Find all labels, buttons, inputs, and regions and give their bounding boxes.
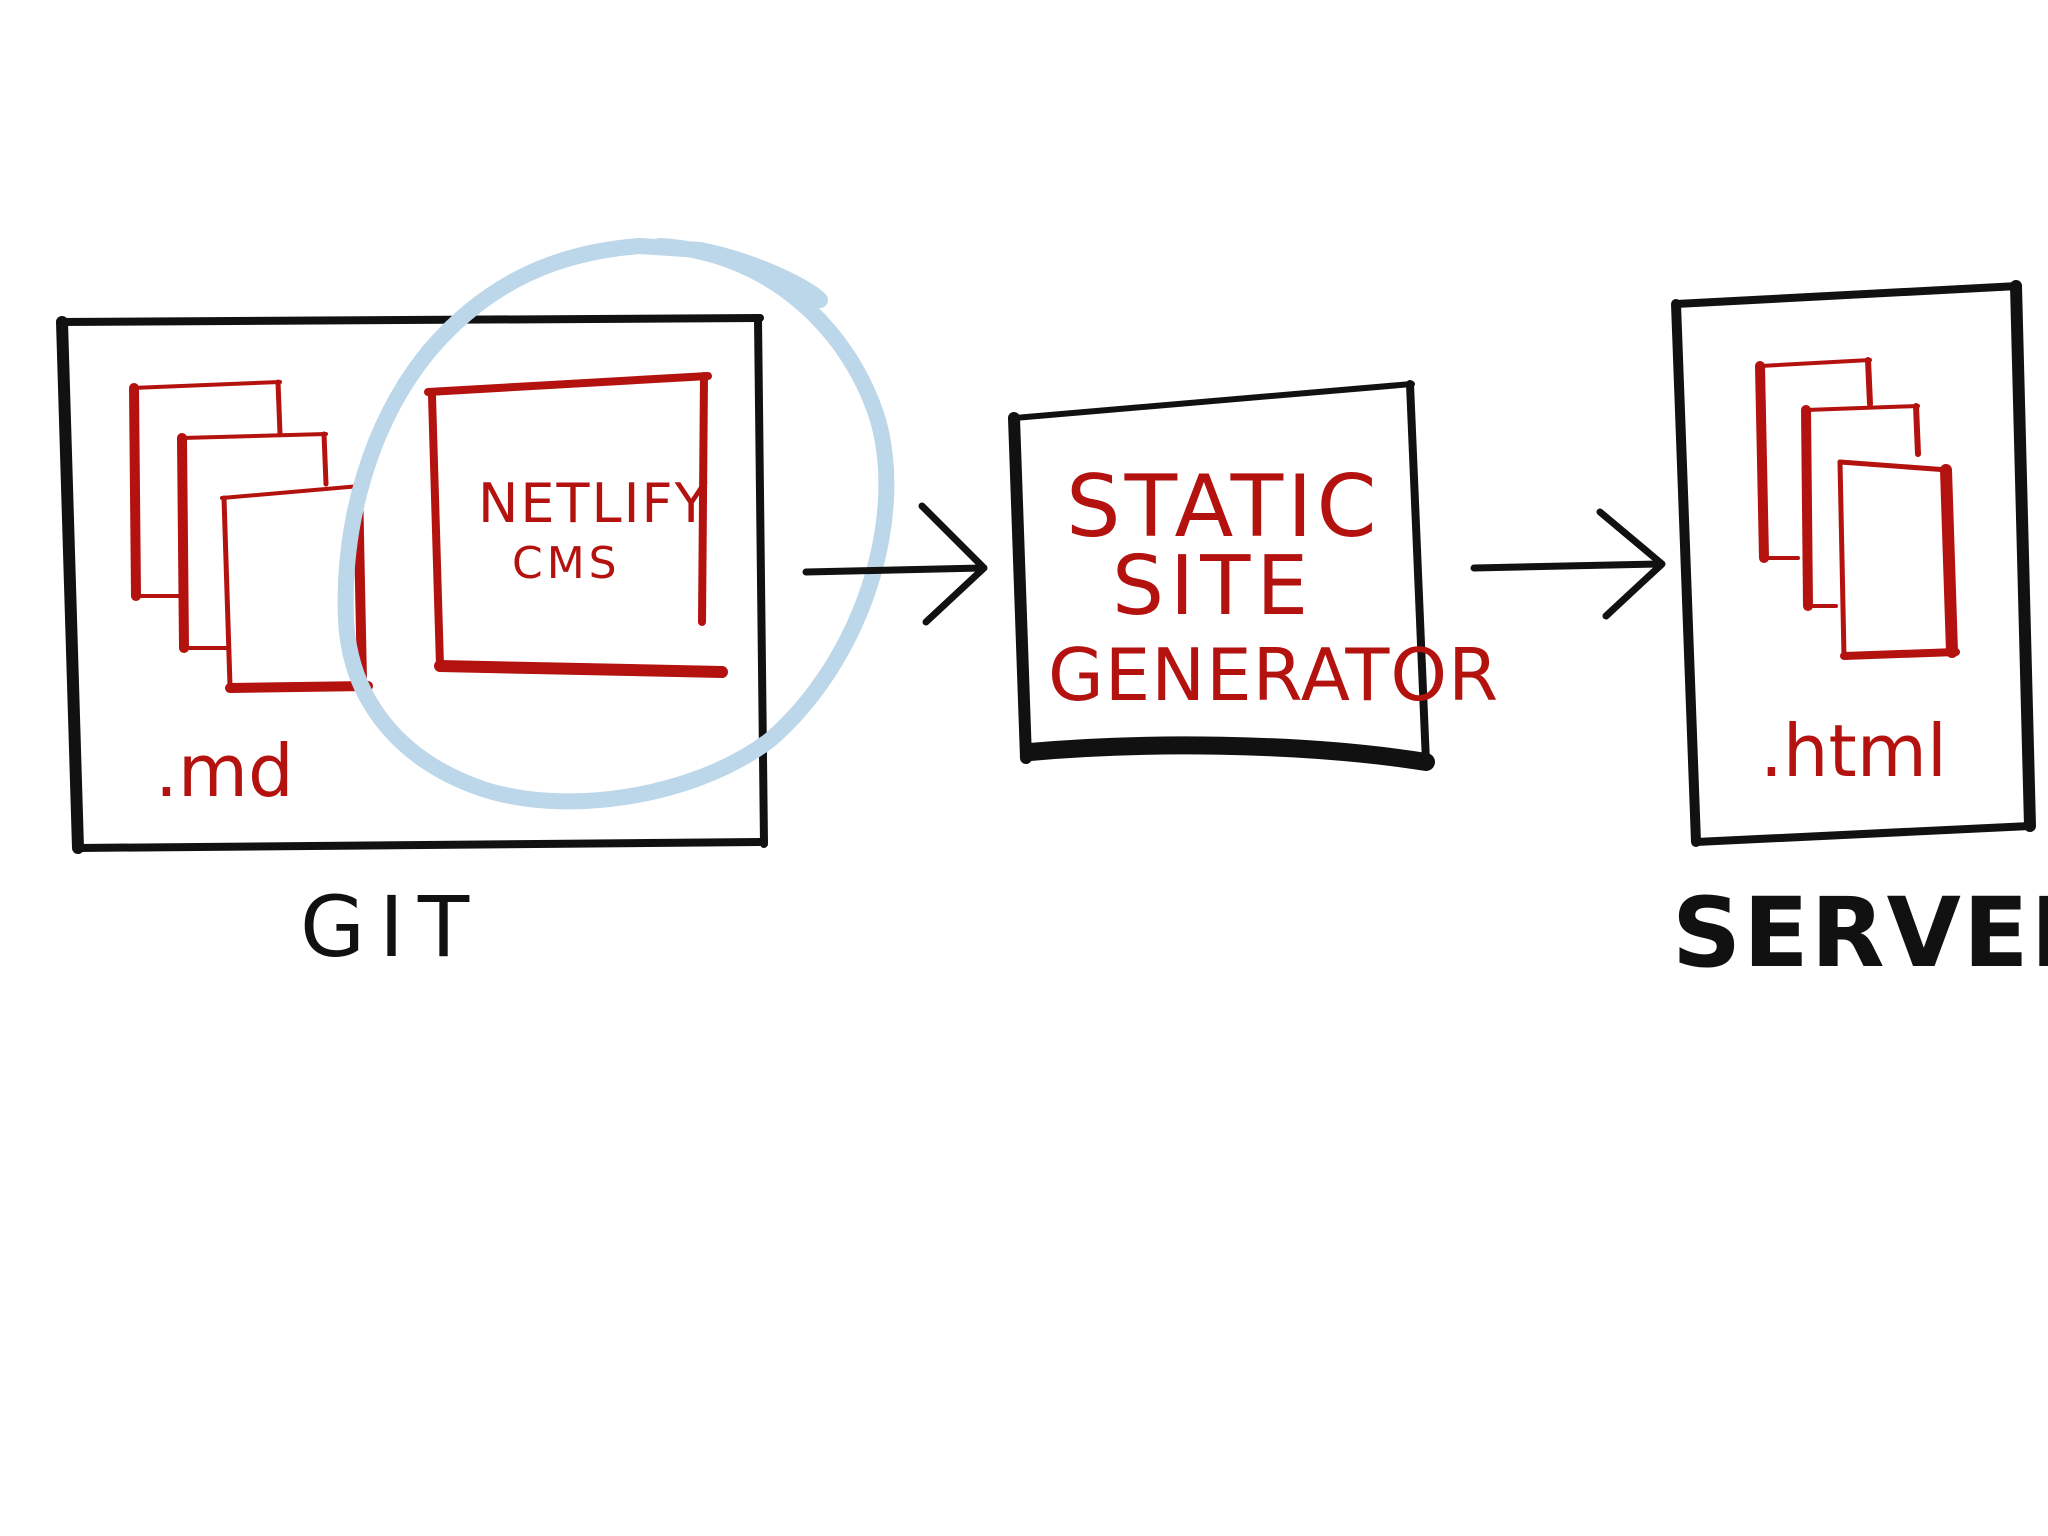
cms-label-line2: CMS (512, 538, 621, 589)
git-box-right-edge (754, 314, 768, 848)
git-label: GIT (300, 878, 483, 976)
generator-box-right-edge (1406, 380, 1430, 766)
arrow-right-icon (802, 502, 988, 626)
html-file-front (1837, 459, 1960, 660)
git-box-left-edge (56, 316, 84, 854)
md-file-back (129, 379, 283, 601)
html-file-middle (1801, 403, 1921, 611)
git-box (56, 314, 768, 854)
cms-label-line1: NETLIFY (478, 472, 710, 535)
git-box-bottom-edge (74, 838, 764, 852)
server-label: SERVER (1672, 877, 2048, 989)
cms-box-right-edge (698, 372, 708, 626)
netlify-cms-box (424, 372, 728, 678)
html-file-stack (1755, 357, 1960, 660)
git-box-top-edge (56, 314, 764, 326)
generator-box-top-edge (1011, 381, 1415, 421)
server-box-top-edge (1672, 282, 2022, 308)
md-label: .md (155, 729, 294, 813)
generator-box (1008, 380, 1435, 771)
server-box-left-edge (1671, 299, 1701, 847)
html-file-back (1755, 357, 1873, 563)
server-box (1671, 280, 2036, 847)
generator-box-left-edge (1008, 412, 1032, 764)
server-box-right-edge (2010, 280, 2036, 832)
md-file-stack (129, 379, 373, 693)
md-file-middle (177, 431, 329, 653)
generator-label-line1: STATIC (1066, 457, 1381, 557)
generator-label-line3: GENERATOR (1048, 633, 1499, 717)
server-box-bottom-edge (1692, 822, 2034, 846)
circle-highlight-icon (337, 237, 895, 810)
cms-box-top-edge (424, 372, 712, 396)
html-label: .html (1760, 709, 1947, 793)
cms-box-left-edge (428, 392, 444, 670)
generator-box-bottom-edge (1021, 736, 1435, 771)
generator-label-line2: SITE (1112, 539, 1314, 634)
cms-box-bottom-edge (434, 660, 728, 678)
arrow-right-icon (1470, 508, 1666, 620)
